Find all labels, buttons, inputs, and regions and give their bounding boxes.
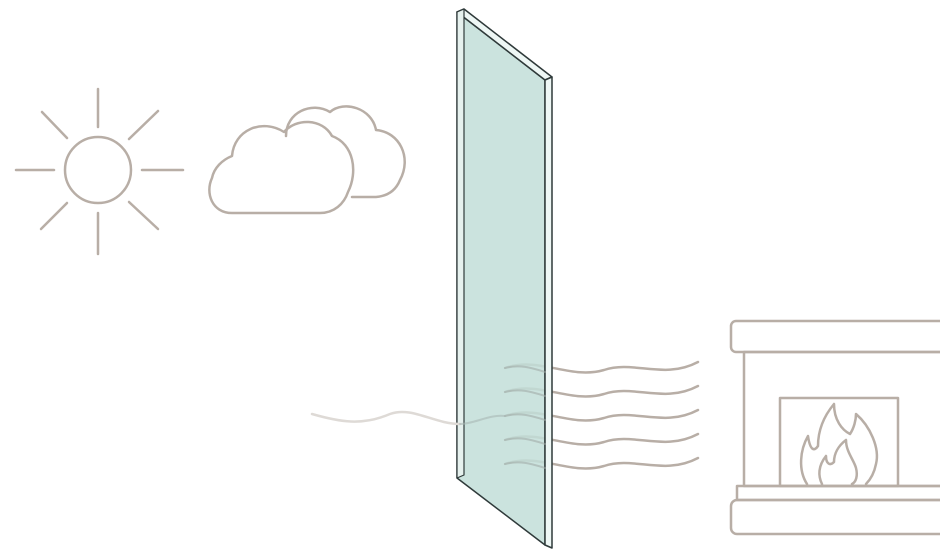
fireplace-firebox: [780, 398, 898, 486]
fireplace-hearth-step: [737, 486, 940, 500]
fireplace-hearth: [731, 500, 940, 534]
cloud-icon: [209, 106, 404, 213]
fireplace-body: [744, 352, 940, 486]
sun-icon: [16, 89, 183, 254]
heat-waves-outside: [312, 412, 460, 424]
fireplace-mantel: [731, 321, 940, 352]
flame-icon: [801, 404, 877, 484]
glass-pane: [457, 9, 552, 548]
fireplace-icon: [731, 321, 940, 534]
